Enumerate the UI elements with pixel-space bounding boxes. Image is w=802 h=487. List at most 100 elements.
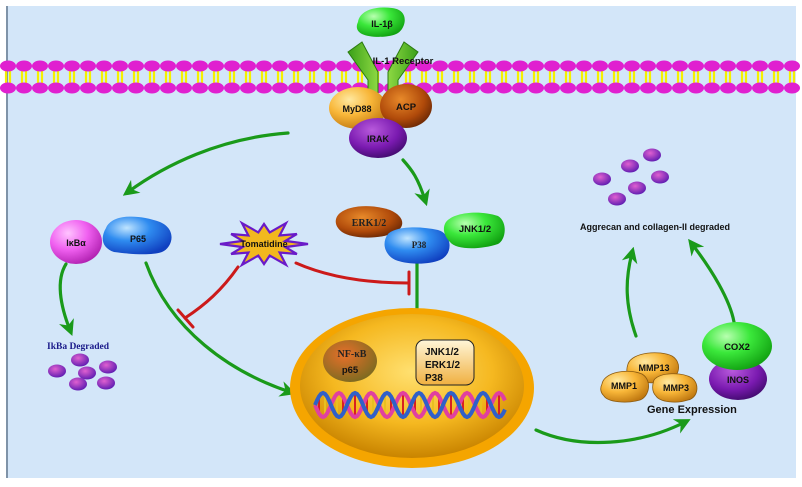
p38-label: P38: [412, 240, 427, 250]
cox2-label: COX2: [724, 342, 750, 353]
lipid-head: [448, 60, 464, 72]
fragment-dot: [48, 364, 66, 378]
lipid-head: [560, 60, 576, 72]
lipid-head: [224, 82, 240, 94]
lipid-head: [576, 82, 592, 94]
fragment-dot: [99, 360, 117, 374]
lipid-head: [528, 82, 544, 94]
lipid-head: [144, 82, 160, 94]
lipid-head: [272, 60, 288, 72]
fragment-dot: [593, 172, 611, 186]
p38-protein: [384, 227, 450, 264]
ikba-degraded-label: IkBa Degraded: [47, 342, 110, 352]
ikba-label: IκBα: [66, 238, 86, 248]
arrow-nucleus-to-gene-expression: [534, 419, 691, 445]
gene-expression-label: Gene Expression: [647, 404, 737, 416]
lipid-head: [256, 60, 272, 72]
arrow-mmp-to-ecm: [621, 246, 638, 338]
nfkb-p65-protein: [323, 340, 377, 382]
arrow-p65-to-nucleus: [144, 261, 297, 397]
lipid-head: [656, 60, 672, 72]
lipid-head: [608, 60, 624, 72]
arrow-ikba-to-degraded: [58, 262, 74, 336]
nuclear-erk-label: ERK1/2: [425, 360, 460, 371]
p65-protein: [102, 216, 172, 255]
lipid-head: [544, 82, 560, 94]
lipid-head: [512, 82, 528, 94]
arrow-irak-to-p38: [401, 158, 430, 207]
lipid-head: [128, 82, 144, 94]
inos-label: INOS: [727, 375, 749, 385]
lipid-head: [496, 82, 512, 94]
lipid-head: [480, 60, 496, 72]
lipid-head: [208, 82, 224, 94]
lipid-head: [176, 82, 192, 94]
mmp3-label: MMP3: [663, 383, 689, 393]
lipid-head: [688, 60, 704, 72]
lipid-head: [416, 60, 432, 72]
fragment-dot: [628, 181, 646, 195]
lipid-head: [96, 60, 112, 72]
lipid-head: [128, 60, 144, 72]
lipid-head: [256, 82, 272, 94]
lipid-head: [688, 82, 704, 94]
fragment-dot: [97, 376, 115, 390]
lipid-head: [512, 60, 528, 72]
lipid-head: [432, 60, 448, 72]
lipid-head: [160, 60, 176, 72]
lipid-head: [272, 82, 288, 94]
lipid-head: [720, 60, 736, 72]
lipid-head: [608, 82, 624, 94]
lipid-head: [496, 60, 512, 72]
il1b-label: IL-1β: [371, 19, 393, 29]
fragment-dot: [651, 170, 669, 184]
fragment-dot: [78, 366, 96, 380]
lipid-head: [192, 60, 208, 72]
lipid-head: [224, 60, 240, 72]
lipid-head: [208, 60, 224, 72]
lipid-head: [736, 60, 752, 72]
ikba-fragments: [48, 353, 117, 391]
lipid-head: [288, 60, 304, 72]
fragment-dot: [621, 159, 639, 173]
lipid-head: [336, 60, 352, 72]
lipid-head: [80, 60, 96, 72]
mmp1-label: MMP1: [611, 381, 637, 391]
nuclear-jnk-label: JNK1/2: [425, 347, 459, 358]
acp-protein: [380, 84, 432, 128]
inhibition-tomatidine-p65: [183, 265, 240, 320]
irak-label: IRAK: [367, 134, 389, 144]
lipid-head: [32, 60, 48, 72]
lipid-head: [320, 82, 336, 94]
mmp3-protein: [652, 373, 698, 403]
lipid-head: [0, 60, 16, 72]
dna-strand: [313, 390, 507, 420]
lipid-head: [80, 82, 96, 94]
lipid-head: [64, 60, 80, 72]
lipid-head: [288, 82, 304, 94]
receptor-label: IL-1 Receptor: [373, 56, 434, 67]
fragment-dot: [69, 377, 87, 391]
lipid-head: [16, 82, 32, 94]
fragment-dot: [71, 353, 89, 367]
lipid-head: [560, 82, 576, 94]
lipid-head: [768, 82, 784, 94]
cox2-protein: [702, 322, 772, 370]
dna-helix: [313, 390, 507, 420]
lipid-head: [96, 82, 112, 94]
mmp13-label: MMP13: [638, 363, 669, 373]
lipid-head: [624, 60, 640, 72]
lipid-head: [672, 82, 688, 94]
lipid-head: [64, 82, 80, 94]
lipid-head: [464, 82, 480, 94]
lipid-head: [672, 60, 688, 72]
tomatidine-label: Tomatidine: [240, 239, 287, 249]
inhibition-tomatidine-p38: [294, 261, 410, 285]
il1b-ligand: [356, 7, 405, 37]
lipid-head: [16, 60, 32, 72]
tomatidine-star-icon: [219, 220, 309, 268]
mmp1-protein: [600, 370, 649, 403]
lipid-head: [240, 60, 256, 72]
ecm-degraded-label: Aggrecan and collagen-II degraded: [580, 222, 730, 232]
